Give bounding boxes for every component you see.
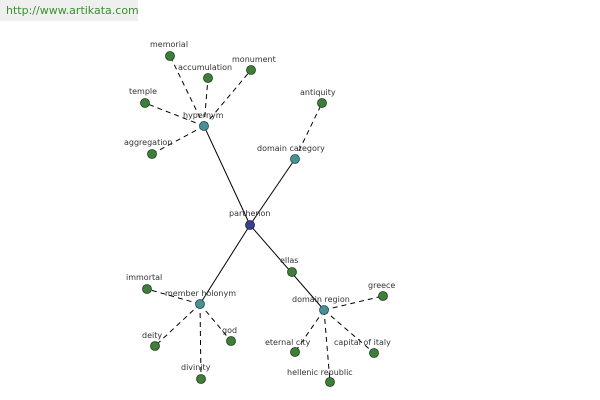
label-aggregation: aggregation [124,138,172,147]
label-antiquity: antiquity [300,88,336,97]
url-bar: http://www.artikata.com [0,0,139,21]
node-god[interactable] [226,336,236,346]
edge-hypernym-aggregation [151,125,205,155]
edge-hypernym-monument [203,69,252,127]
node-monument[interactable] [246,65,256,75]
edge-member-holonym-divinity [199,303,202,380]
node-memorial[interactable] [165,51,175,61]
label-immortal: immortal [126,273,162,282]
node-greece[interactable] [378,291,388,301]
node-eternal-city[interactable] [290,347,300,357]
node-divinity[interactable] [196,374,206,384]
label-temple: temple [129,87,157,96]
label-hypernym: hypernym [183,111,224,120]
edge-root-domain-category [249,158,296,226]
label-accumulation: accumulation [178,63,232,72]
label-parthenon: parthenon [229,209,270,218]
label-member-holonym: member holonym [165,289,236,298]
edge-domain-region-capital-of-italy [323,309,375,354]
node-aggregation[interactable] [147,149,157,159]
node-capital-of-italy[interactable] [369,348,379,358]
node-member-holonym[interactable] [195,299,205,309]
label-eternal-city: eternal city [265,338,311,347]
label-hellenic-republic: hellenic republic [287,368,353,377]
edge-hypernym-temple [144,102,205,127]
node-domain-region[interactable] [319,305,329,315]
edge-hypernym-memorial [169,55,205,127]
node-parthenon[interactable] [245,220,255,230]
edge-root-member-holonym [199,224,251,305]
edge-root-domain-region [249,224,325,311]
label-monument: monument [232,55,276,64]
edge-domain-region-greece [323,295,384,311]
node-antiquity[interactable] [317,98,327,108]
node-hypernym[interactable] [199,121,209,131]
edge-hypernym-accumulation [203,77,209,127]
label-deity: deity [142,331,162,340]
node-domain-category[interactable] [290,154,300,164]
label-divinity: divinity [181,363,211,372]
label-domain-category: domain category [257,144,325,153]
edge-domain-region-hellenic-republic [323,309,331,383]
node-temple[interactable] [140,98,150,108]
label-domain-region: domain region [292,295,350,304]
node-accumulation[interactable] [203,73,213,83]
label-ellas: ellas [280,256,298,265]
label-god: god [222,326,237,335]
edge-root-hypernym [203,125,251,226]
edge-domain-category-antiquity [294,102,323,160]
node-ellas[interactable] [287,267,297,277]
label-memorial: memorial [150,40,188,49]
source-url[interactable]: http://www.artikata.com [6,4,139,17]
node-immortal[interactable] [142,284,152,294]
edge-member-holonym-immortal [146,288,201,305]
node-hellenic-republic[interactable] [325,377,335,387]
edge-member-holonym-god [199,303,232,342]
label-capital-of-italy: capital of italy [334,338,391,347]
edge-member-holonym-deity [154,303,201,347]
label-greece: greece [368,281,395,290]
node-deity[interactable] [150,341,160,351]
